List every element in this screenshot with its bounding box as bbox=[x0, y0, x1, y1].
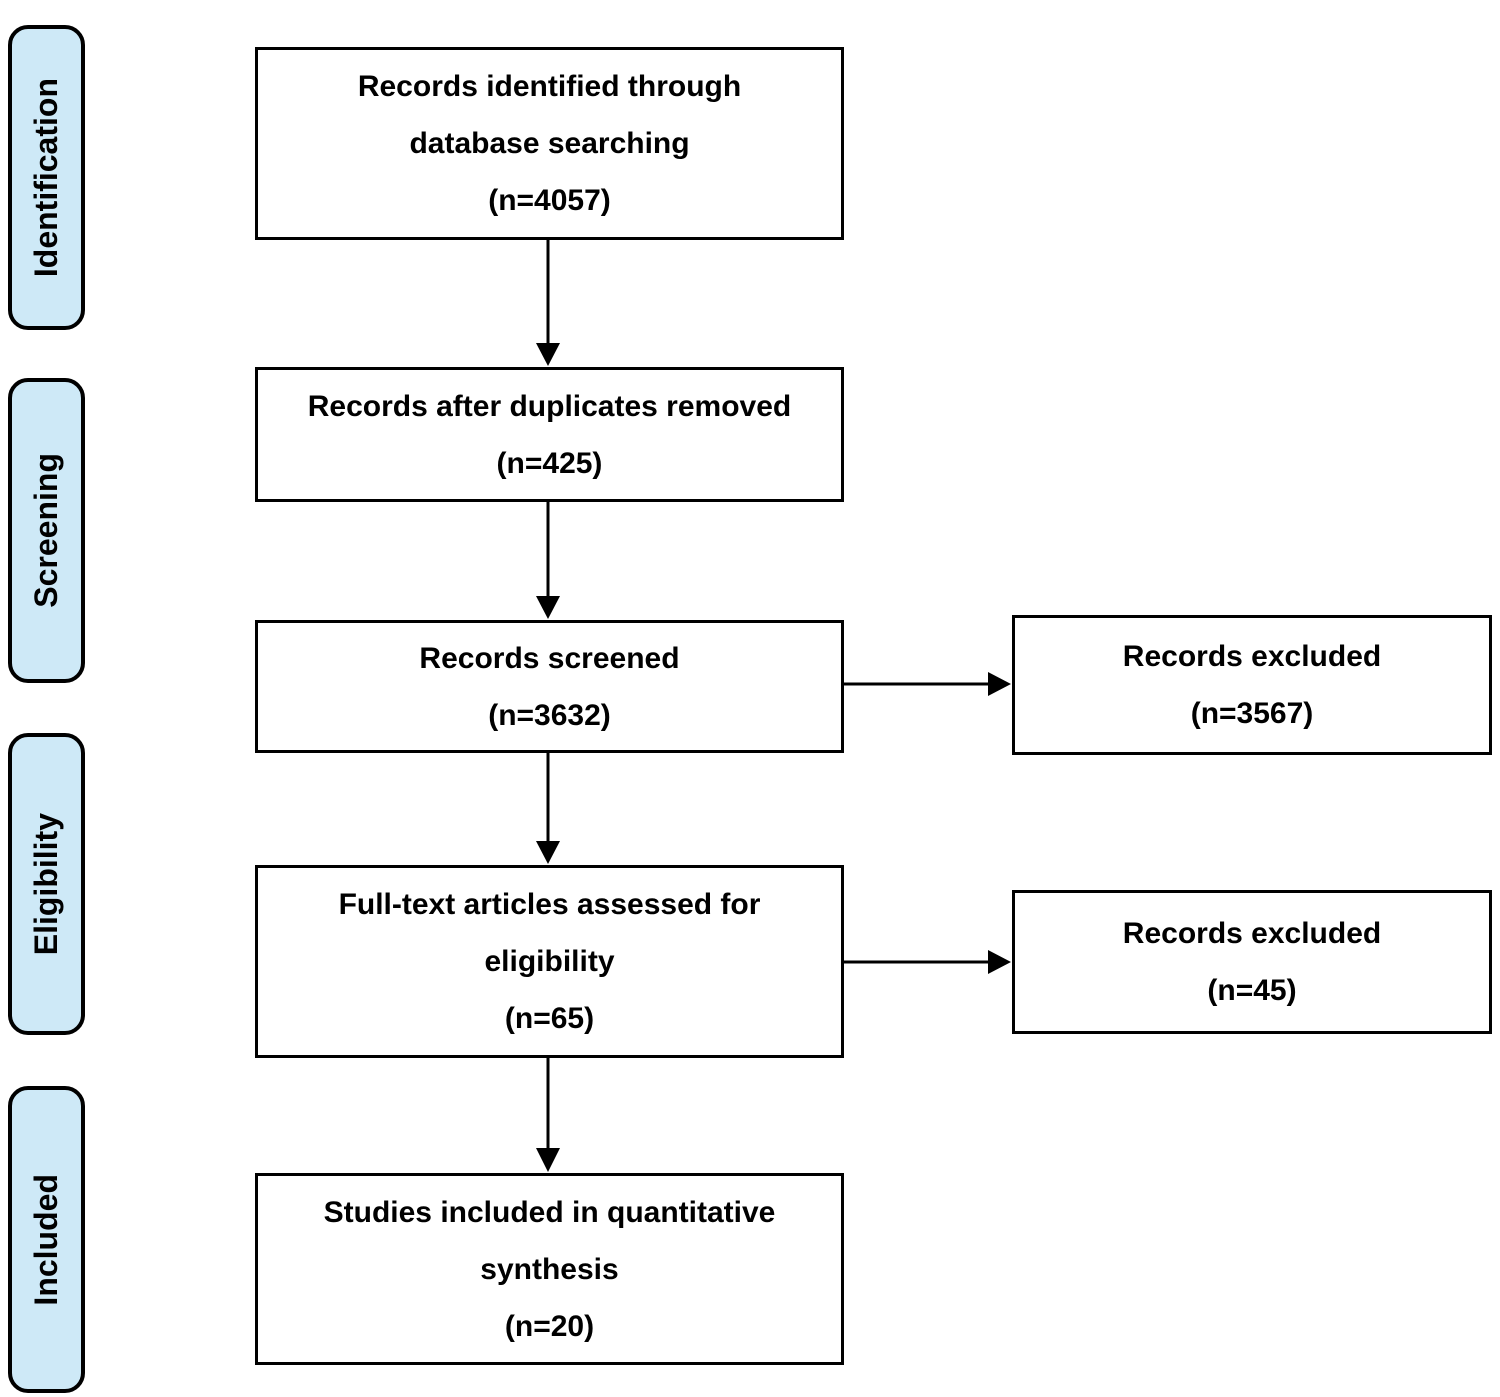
box-studies-included: Studies included in quantitative synthes… bbox=[255, 1173, 844, 1365]
text-line: Records after duplicates removed bbox=[307, 389, 792, 423]
arrow-screened-to-fulltext bbox=[536, 753, 560, 864]
arrow-fulltext-to-included bbox=[536, 1058, 560, 1172]
stage-screening-label: Screening bbox=[28, 453, 64, 608]
text-line: database searching bbox=[409, 127, 690, 160]
text-line: (n=425) bbox=[496, 446, 603, 480]
text-line: Records excluded bbox=[1122, 917, 1382, 950]
arrow-duplicates-to-screened bbox=[536, 502, 560, 619]
stage-included-label: Included bbox=[28, 1173, 64, 1306]
arrow-identified-to-duplicates bbox=[536, 240, 560, 366]
stage-eligibility-label: Eligibility bbox=[28, 812, 64, 956]
arrow-fulltext-to-excluded bbox=[843, 950, 1011, 974]
text-line: Records excluded bbox=[1122, 640, 1382, 673]
text-line: (n=65) bbox=[504, 1002, 595, 1035]
text-line: (n=3632) bbox=[488, 698, 611, 732]
stage-identification-label: Identification bbox=[28, 77, 64, 278]
arrow-screened-to-excluded bbox=[843, 672, 1011, 696]
stage-included: Included bbox=[8, 1086, 85, 1393]
stage-screening: Screening bbox=[8, 378, 85, 683]
box-records-excluded-screening: Records excluded (n=3567) bbox=[1012, 615, 1492, 755]
text-line: eligibility bbox=[484, 945, 615, 978]
text-line: (n=45) bbox=[1207, 974, 1297, 1007]
text-line: Records identified through bbox=[357, 70, 742, 103]
box-records-screened: Records screened (n=3632) bbox=[255, 620, 844, 753]
box-records-excluded-eligibility: Records excluded (n=45) bbox=[1012, 890, 1492, 1034]
text-line: synthesis bbox=[480, 1252, 619, 1286]
stage-eligibility: Eligibility bbox=[8, 733, 85, 1035]
stage-identification: Identification bbox=[8, 25, 85, 330]
text-line: Studies included in quantitative bbox=[323, 1195, 776, 1229]
box-fulltext-assessed: Full-text articles assessed for eligibil… bbox=[255, 865, 844, 1058]
text-line: (n=20) bbox=[504, 1309, 595, 1343]
text-line: (n=3567) bbox=[1190, 697, 1314, 730]
text-line: Records screened bbox=[419, 641, 680, 675]
text-line: Full-text articles assessed for bbox=[338, 888, 761, 921]
box-records-identified: Records identified through database sear… bbox=[255, 47, 844, 240]
box-duplicates-removed: Records after duplicates removed (n=425) bbox=[255, 367, 844, 502]
text-line: (n=4057) bbox=[488, 184, 611, 217]
